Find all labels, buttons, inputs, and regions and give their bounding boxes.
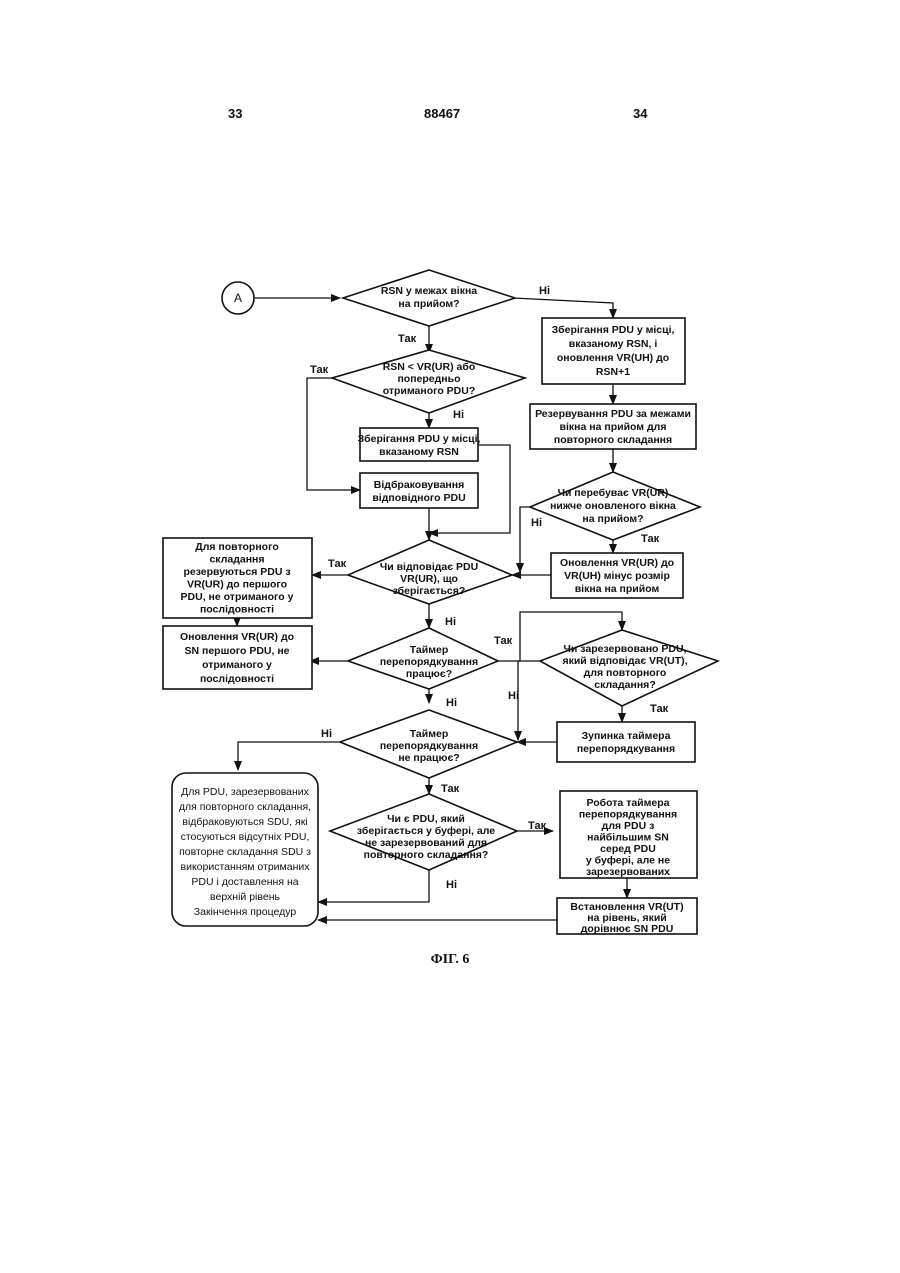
node-text-line: Зберігання PDU у місці, (358, 433, 481, 445)
node-text-line: VR(UR) до першого (187, 579, 287, 591)
process-discard-pdu-text: Відбраковуваннявідповідного PDU (372, 479, 465, 504)
node-text-line: Зупинка таймера (582, 730, 671, 742)
node-text-line: вікна на прийом для (560, 421, 667, 433)
node-text-line: на прийом? (398, 298, 459, 310)
edge-label-no: Ні (453, 409, 464, 421)
node-text-line: стосуються відсутніх PDU, (181, 831, 310, 843)
node-text-line: Резервування PDU за межами (535, 408, 691, 420)
node-text-line: вказаному RSN, і (569, 338, 658, 350)
process-start-timer-text: Робота таймераперепорядкуваннядля PDU зн… (579, 797, 677, 878)
figure-caption: ФІГ. 6 (0, 952, 900, 968)
node-text-line: оновлення VR(UH) до (557, 352, 669, 364)
node-text-line: повторного складання (554, 434, 672, 446)
edge-label-yes: Так (398, 333, 417, 345)
node-text-line: Оновлення VR(UR) до (180, 631, 294, 643)
edge-label-no: Ні (445, 616, 456, 628)
node-text-line: перепорядкування (380, 740, 478, 752)
node-text-line: перепорядкування (380, 656, 478, 668)
node-text-line: отриманого PDU? (383, 385, 476, 397)
node-text-line: RSN+1 (596, 366, 630, 378)
node-text-line: Чи відповідає PDU (380, 561, 478, 573)
node-text-line: у буфері, але не (586, 855, 670, 867)
node-text-line: найбільшим SN (587, 832, 669, 844)
node-text-line: відбраковуються SDU, які (182, 816, 307, 828)
node-text-line: зарезервованих (586, 866, 670, 878)
node-text-line: PDU і доставлення на (191, 876, 298, 888)
node-text-line: резервуються PDU з (183, 566, 290, 578)
connector-a-label: A (234, 291, 242, 305)
edge-label-yes: Так (494, 635, 513, 647)
node-text-line: для повторного (584, 667, 667, 679)
node-text-line: для PDU з (602, 820, 655, 832)
node-text-line: зберігається у буфері, але (357, 825, 495, 837)
node-text-line: нижче оновленого вікна (550, 500, 676, 512)
edge-label-no: Ні (508, 690, 519, 702)
node-text-line: працює? (406, 668, 452, 680)
node-text-line: який відповідає VR(UT), (562, 655, 687, 667)
node-text-line: PDU, не отриманого у (181, 591, 294, 603)
edge-label-no: Ні (531, 517, 542, 529)
edge-label-no: Ні (539, 285, 550, 297)
node-text-line: перепорядкування (577, 743, 675, 755)
node-text-line: Чи перебуває VR(UR) (558, 487, 669, 499)
node-text-line: на прийом? (582, 513, 643, 525)
node-text-line: повторного складання? (364, 849, 489, 861)
node-text-line: Чи є PDU, який (387, 813, 465, 825)
node-text-line: складання? (594, 679, 655, 691)
node-text-line: VR(UR), що (400, 573, 458, 585)
node-text-line: Чи зарезервовано PDU, (564, 643, 687, 655)
node-text-line: для повторного складання, (179, 801, 311, 813)
node-text-line: Таймер (410, 728, 448, 740)
node-text-line: Закінчення процедур (194, 906, 297, 918)
node-text-line: послідовності (200, 673, 274, 685)
node-text-line: використанням отриманих (181, 861, 311, 873)
node-text-line: Оновлення VR(UR) до (560, 557, 674, 569)
node-text-line: Таймер (410, 644, 448, 656)
process-stop-timer-text: Зупинка таймераперепорядкування (577, 730, 675, 755)
node-text-line: Для повторного (195, 541, 279, 553)
node-text-line: вказаному RSN (379, 446, 459, 458)
edge-label-yes: Так (441, 783, 460, 795)
process-update-vrur-vruh-text: Оновлення VR(UR) доVR(UH) мінус розмірві… (560, 557, 674, 595)
node-text-line: RSN < VR(UR) або (383, 361, 476, 373)
node-text-line: Відбраковування (374, 479, 464, 491)
edge-label-no: Ні (446, 879, 457, 891)
node-text-line: складання (209, 554, 264, 566)
node-text-line: RSN у межах вікна (381, 285, 477, 297)
node-text-line: зберігається? (393, 585, 466, 597)
edge-label-yes: Так (528, 820, 547, 832)
node-text-line: верхній рівень (210, 891, 280, 903)
node-text-line: Робота таймера (587, 797, 670, 809)
process-set-vrut-text: Встановлення VR(UT)на рівень, якийдорівн… (570, 901, 683, 935)
process-stop-timer (557, 722, 695, 762)
node-text-line: повторне складання SDU з (179, 846, 311, 858)
node-text-line: Для PDU, зарезервованих (181, 786, 310, 798)
edge-label-yes: Так (310, 364, 329, 376)
node-text-line: не працює? (398, 752, 459, 764)
edge-label-yes: Так (650, 703, 669, 715)
node-text-line: попередньо (397, 373, 460, 385)
node-text-line: VR(UH) мінус розмір (564, 570, 670, 582)
edge-label-no: Ні (321, 728, 332, 740)
node-text-line: Зберігання PDU у місці, (552, 324, 675, 336)
node-text-line: SN першого PDU, не (184, 645, 289, 657)
node-text-line: вікна на прийом (575, 583, 660, 595)
node-text-line: послідовності (200, 604, 274, 616)
node-text-line: не зарезервований для (365, 837, 487, 849)
edge-label-yes: Так (641, 533, 660, 545)
edge-label-yes: Так (328, 558, 347, 570)
node-text-line: відповідного PDU (372, 492, 465, 504)
node-text-line: перепорядкування (579, 809, 677, 821)
node-text-line: отриманого у (202, 659, 272, 671)
node-text-line: дорівнює SN PDU (581, 923, 674, 935)
node-text-line: серед PDU (600, 843, 656, 855)
edge-label-no: Ні (446, 697, 457, 709)
